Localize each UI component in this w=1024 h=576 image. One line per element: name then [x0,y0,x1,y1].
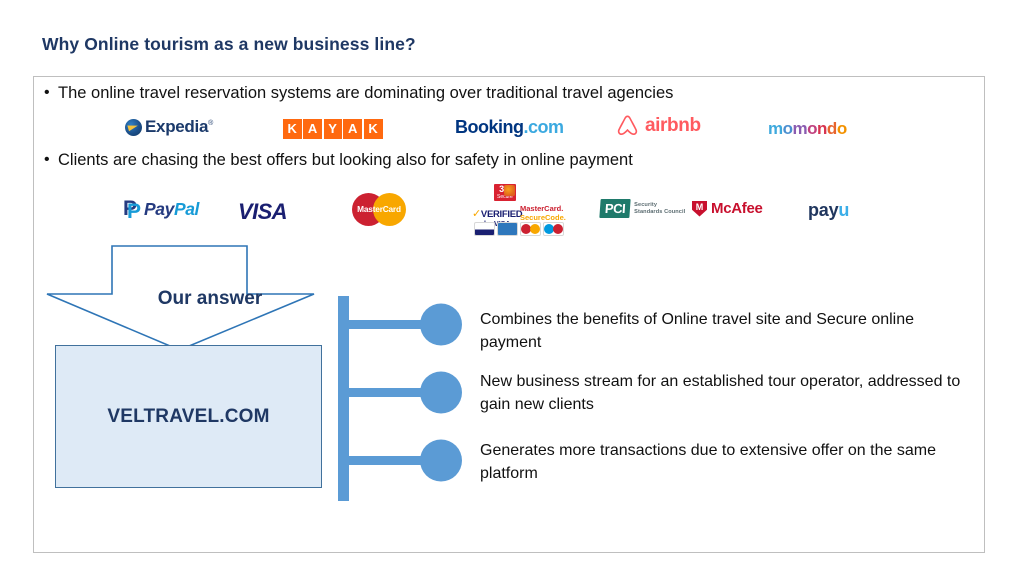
3d-secure-cluster: 3D Secure ✓VERIFIED by VISA MasterCard. … [472,184,568,240]
benefit-text-1: New business stream for an established t… [480,373,961,413]
bullet-marker: • [44,151,50,168]
pci-subtitle: Security Standards Council [634,202,685,214]
expedia-trademark-icon: ® [208,120,214,127]
securecode-line2: SecureCode. [520,212,566,222]
kayak-letter: A [303,119,323,139]
bullet-item-0: • The online travel reservation systems … [44,84,673,103]
momondo-letter: m [792,119,808,138]
connector-branch [347,388,442,397]
connector-node [420,439,462,482]
veltravel-label: VELTRAVEL.COM [107,405,270,427]
bullet-text: The online travel reservation systems ar… [58,84,674,102]
amex-card-icon [497,222,518,236]
verified-line1: VERIFIED [480,209,523,220]
payu-wordmark-part1: pay [808,200,839,220]
momondo-letter: o [836,119,847,138]
kayak-letter: A [343,119,363,139]
payu-wordmark-part2: u [838,200,850,220]
maestro-card-icon [543,222,564,236]
mcafee-wordmark: McAfee [711,200,763,217]
kayak-letter: Y [323,119,342,139]
pci-line1: Security [634,202,658,209]
3d-secure-badge: 3D Secure [494,184,516,201]
kayak-letter: K [283,119,302,139]
pci-line2: Standards Council [634,208,686,215]
airbnb-wordmark: airbnb [645,114,701,136]
airbnb-logo: airbnb [615,114,701,137]
mcafee-logo: McAfee [692,200,763,217]
mastercard-securecode-logo: MasterCard. SecureCode. [520,204,566,222]
pci-logo: PCI Security Standards Council [599,199,685,218]
momondo-letter: n [817,119,827,138]
mastercard-card-icon [520,222,541,236]
benefits-connector [338,296,462,501]
connector-node [420,303,462,346]
benefit-text-0: Combines the benefits of Online travel s… [480,311,915,351]
connector-node [420,371,462,414]
paypal-wordmark-part2: Pal [173,199,200,219]
our-answer-label: Our answer [157,288,263,309]
kayak-logo: K A Y A K [283,119,383,139]
mastercard-logo: MasterCard [352,192,406,228]
accepted-cards-strip [474,222,564,236]
momondo-letter: d [826,119,837,138]
securecode-line1: MasterCard. [520,204,564,213]
expedia-logo: Expedia ® [125,117,213,137]
booking-com-logo: Booking.com [455,117,564,138]
veltravel-box: VELTRAVEL.COM [55,345,322,488]
momondo-letter: o [807,119,818,138]
airbnb-belo-icon [615,114,640,137]
connector-branch [347,456,442,465]
down-arrow-shape [46,245,315,351]
3d-secure-line2: Secure [497,194,513,200]
shield-icon [692,200,707,217]
benefit-text-2: Generates more transactions due to exten… [480,442,936,482]
visa-card-icon [474,222,495,236]
bullet-text: Clients are chasing the best offers but … [58,151,633,169]
expedia-wordmark: Expedia [145,117,209,136]
connector-branch [347,320,442,329]
kayak-letter: K [363,119,383,139]
connector-spine [338,296,349,501]
pci-badge: PCI [599,199,631,218]
page-title: Why Online tourism as a new business lin… [42,34,416,54]
bullet-item-1: • Clients are chasing the best offers bu… [44,151,633,170]
booking-tld: .com [523,117,565,137]
3d-secure-swirl-icon [503,185,515,196]
bullet-marker: • [44,84,50,101]
booking-wordmark: Booking [455,117,524,137]
momondo-letter: m [768,119,783,138]
momondo-letter: o [782,119,793,138]
mastercard-yellow-circle-icon [373,193,406,226]
check-icon: ✓ [472,208,481,220]
expedia-globe-icon [125,118,142,136]
mastercard-wordmark: MasterCard [357,204,401,214]
paypal-wordmark-part1: Pay [144,199,174,219]
visa-logo: VISA [238,199,288,224]
